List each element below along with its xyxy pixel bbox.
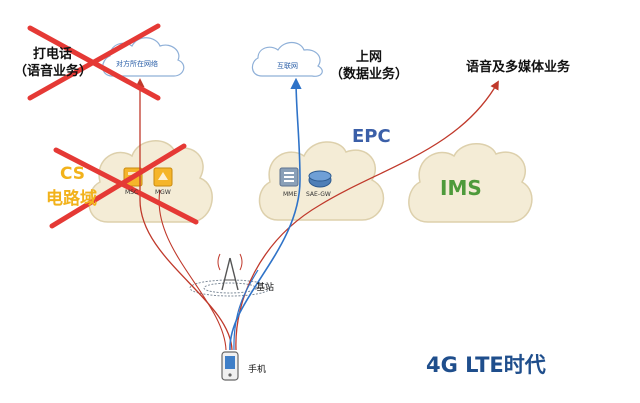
voice-crossed-out-mark	[27, 23, 161, 101]
base-station-label: 基站	[256, 283, 275, 293]
mgw-label: MGW	[155, 189, 171, 196]
phone-label: 手机	[248, 365, 267, 375]
base-station-icon	[189, 253, 271, 297]
ims-core-cloud	[408, 143, 533, 223]
data-service-subtitle: （数据业务）	[330, 67, 409, 82]
mme-icon	[279, 167, 299, 187]
data-service-title: 上网	[356, 50, 383, 65]
peer-network-label: 对方所在网络	[116, 60, 158, 68]
sae-gw-label: SAE-GW	[306, 191, 331, 198]
epc-label: EPC	[352, 126, 391, 147]
peer-network-cloud	[102, 37, 185, 77]
cs-crossed-out-mark	[49, 143, 199, 229]
phone-icon	[221, 351, 239, 381]
voice-service-title: 打电话	[33, 47, 73, 62]
msc-label: MSC	[125, 189, 139, 196]
sae-gw-icon	[308, 170, 332, 188]
data-path-blue	[229, 77, 302, 351]
voice-service-subtitle: （语音业务）	[14, 64, 93, 79]
internet-cloud	[251, 41, 323, 77]
ims-path-red	[235, 80, 499, 351]
mgw-icon	[153, 167, 173, 187]
cs-label: CS	[60, 164, 86, 184]
ims-service-label: 语音及多媒体业务	[466, 60, 571, 75]
internet-label: 互联网	[277, 62, 298, 70]
cs-domain-label: 电路域	[46, 189, 97, 209]
era-title: 4G LTE时代	[426, 353, 546, 377]
ims-label: IMS	[440, 176, 482, 200]
mme-label: MME	[283, 191, 298, 198]
cs-core-cloud	[88, 140, 213, 223]
voice-path-red	[135, 78, 233, 351]
